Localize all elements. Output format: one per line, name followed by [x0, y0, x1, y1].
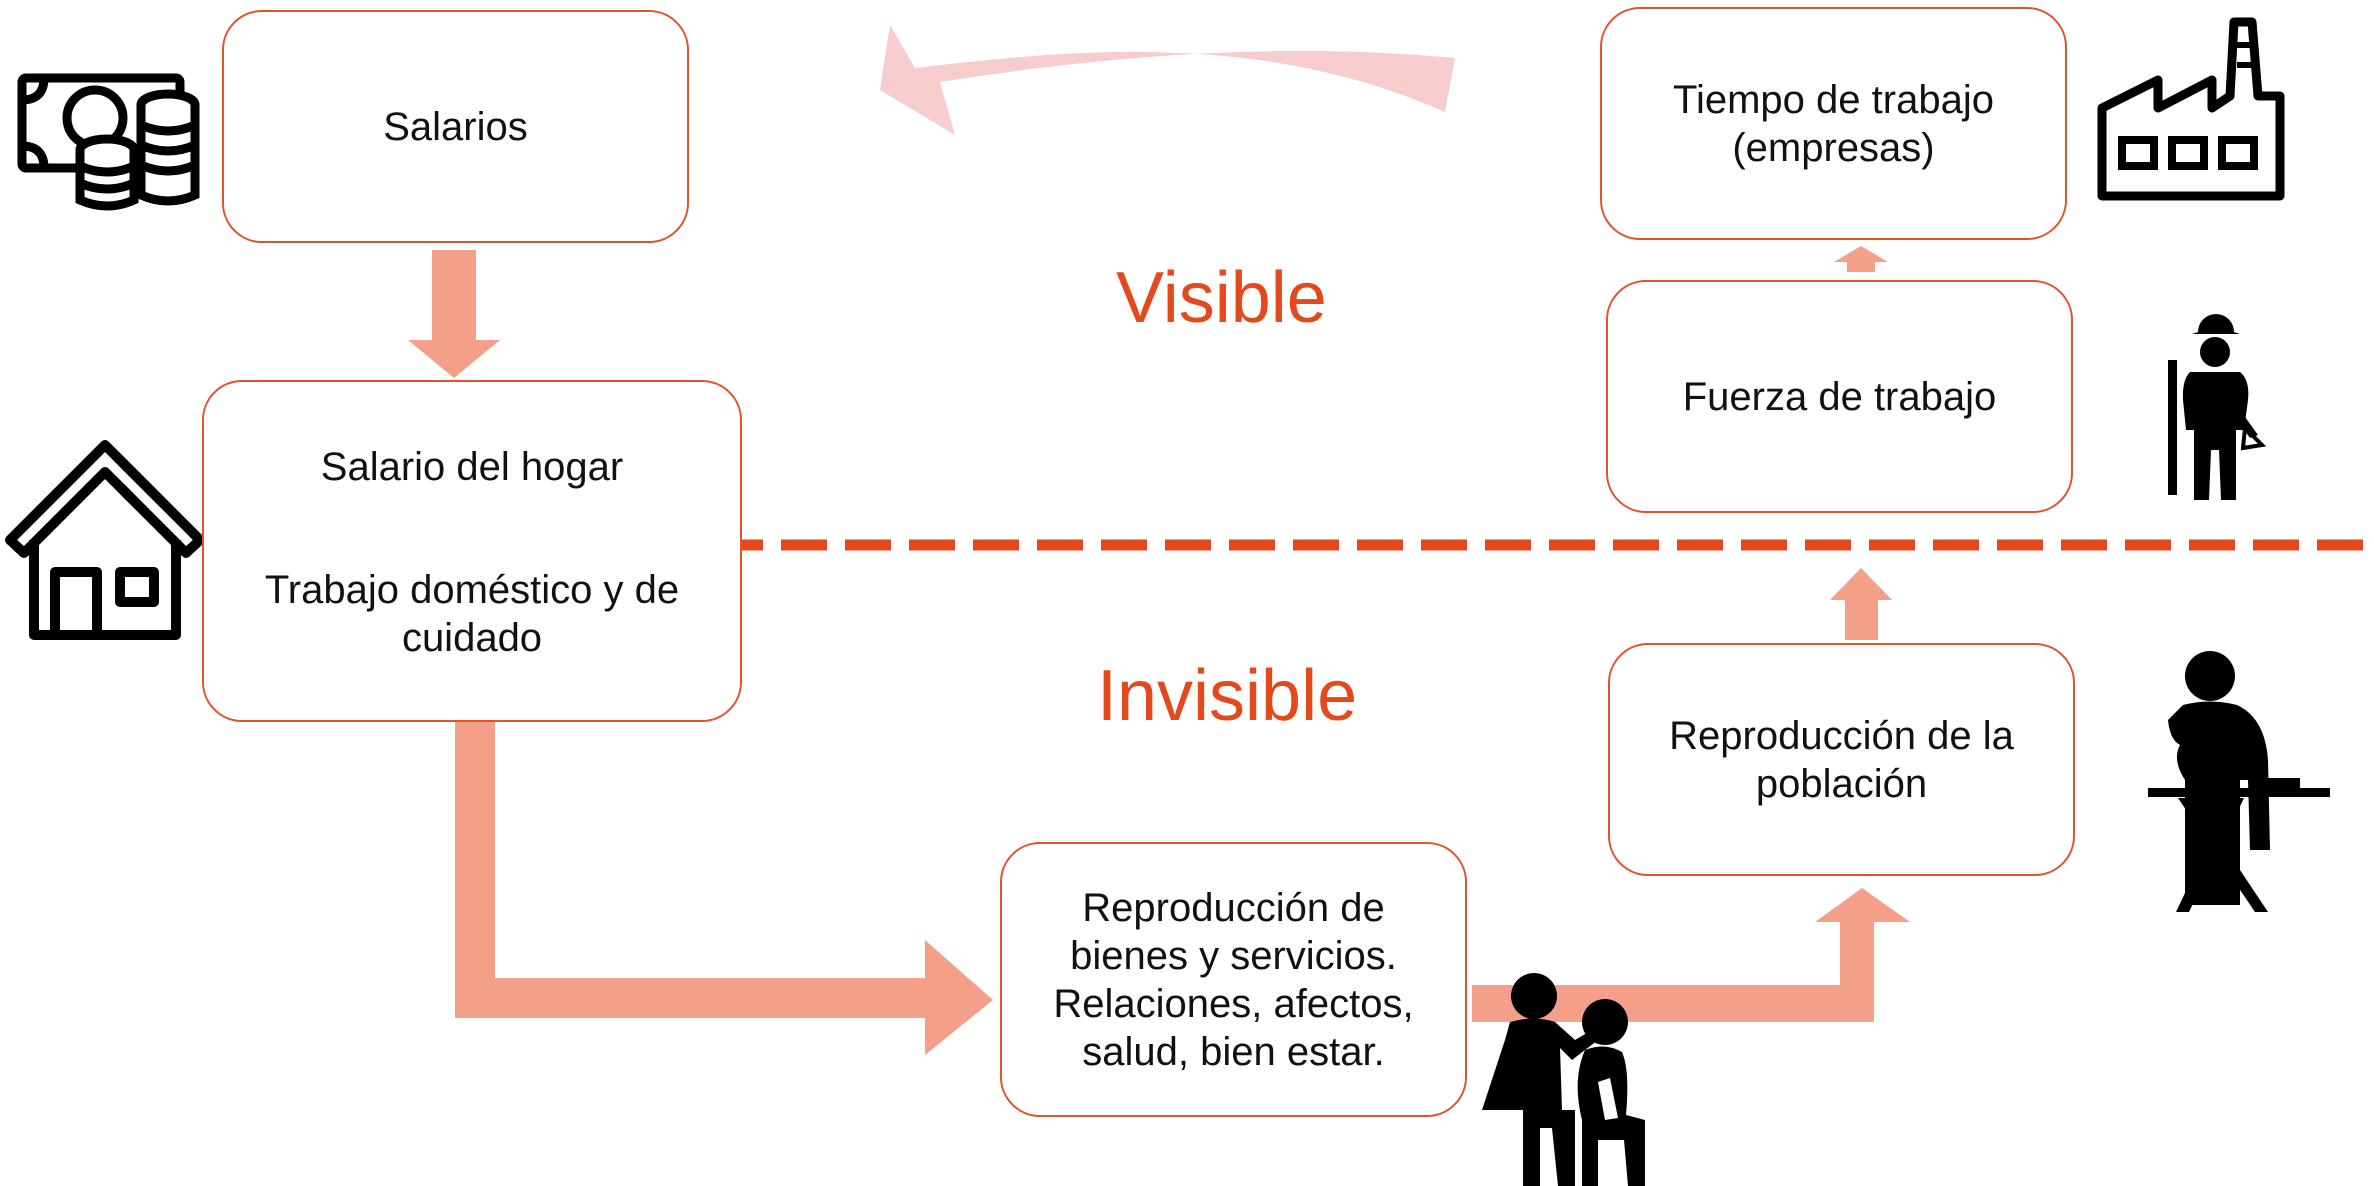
salario-hogar-label: Salario del hogar — [320, 445, 624, 489]
money-icon — [17, 73, 200, 211]
arrow-salarios-to-hogar — [408, 250, 500, 378]
invisible-zone-label: Invisible — [1097, 656, 1358, 736]
tiempo-trabajo-line2: (empresas) — [1732, 125, 1935, 170]
reproduccion-bienes-box: Reproducción de bienes y servicios. Rela… — [1000, 842, 1467, 1117]
hogar-box: Salario del hogar Trabajo doméstico y de… — [202, 380, 742, 722]
reproduccion-bienes-line4: salud, bien estar. — [1082, 1029, 1385, 1074]
reproduccion-poblacion-box: Reproducción de la población — [1608, 643, 2075, 876]
top-return-arrow — [880, 25, 1455, 135]
tiempo-trabajo-line1: Tiempo de trabajo — [1673, 77, 1994, 122]
worker-icon — [2168, 314, 2267, 500]
reproduccion-poblacion-line2: población — [1755, 761, 1928, 806]
arrow-hogar-to-bienes — [455, 722, 993, 1055]
fuerza-trabajo-label: Fuerza de trabajo — [1682, 374, 1997, 419]
fuerza-trabajo-box: Fuerza de trabajo — [1606, 280, 2073, 513]
factory-icon — [2097, 17, 2285, 201]
reproduccion-bienes-line2: bienes y servicios. — [1070, 933, 1397, 978]
arrow-poblacion-to-fuerza — [1830, 568, 1892, 640]
visible-zone-label: Visible — [1116, 258, 1327, 338]
reproduccion-bienes-line3: Relaciones, afectos, — [1053, 981, 1414, 1026]
tiempo-trabajo-box: Tiempo de trabajo (empresas) — [1600, 7, 2067, 240]
caregiver-icon — [1482, 973, 1645, 1186]
ironing-person-icon — [2148, 651, 2330, 912]
arrow-bienes-to-poblacion — [1472, 888, 1910, 1022]
salarios-box: Salarios — [222, 10, 689, 243]
salarios-label: Salarios — [383, 104, 528, 149]
reproduccion-poblacion-line1: Reproducción de la — [1669, 713, 2014, 758]
house-icon — [5, 440, 205, 640]
reproduccion-bienes-line1: Reproducción de — [1082, 885, 1385, 930]
arrow-fuerza-to-tiempo — [1834, 246, 1888, 272]
trabajo-domestico-label-line2: cuidado — [401, 616, 543, 660]
trabajo-domestico-label-line1: Trabajo doméstico y de — [264, 568, 680, 612]
